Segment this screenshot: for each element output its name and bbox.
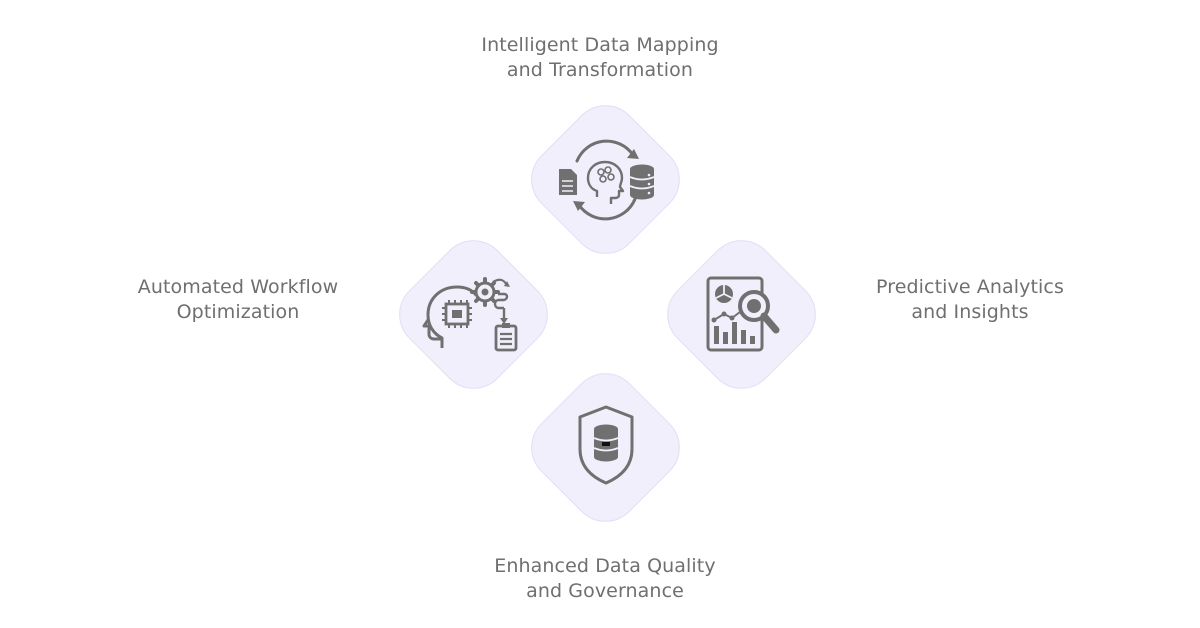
shield-database-icon <box>578 405 634 485</box>
label-predictive-analytics: Predictive Analytics and Insights <box>845 275 1095 325</box>
label-line: Predictive Analytics <box>876 276 1064 298</box>
brain-data-cycle-icon <box>559 139 655 221</box>
label-line: Optimization <box>176 301 300 323</box>
label-line: Enhanced Data Quality <box>494 555 716 577</box>
label-line: and Governance <box>526 580 684 602</box>
head-gear-workflow-icon <box>422 277 518 352</box>
label-line: and Transformation <box>506 59 694 81</box>
label-automated-workflow: Automated Workflow Optimization <box>108 275 368 325</box>
label-line: and Insights <box>911 301 1029 323</box>
report-magnifier-icon <box>706 276 780 352</box>
label-enhanced-data-quality: Enhanced Data Quality and Governance <box>460 554 750 604</box>
label-line: Automated Workflow <box>137 276 339 298</box>
label-intelligent-data-mapping: Intelligent Data Mapping and Transformat… <box>457 33 743 83</box>
label-line: Intelligent Data Mapping <box>481 34 719 56</box>
